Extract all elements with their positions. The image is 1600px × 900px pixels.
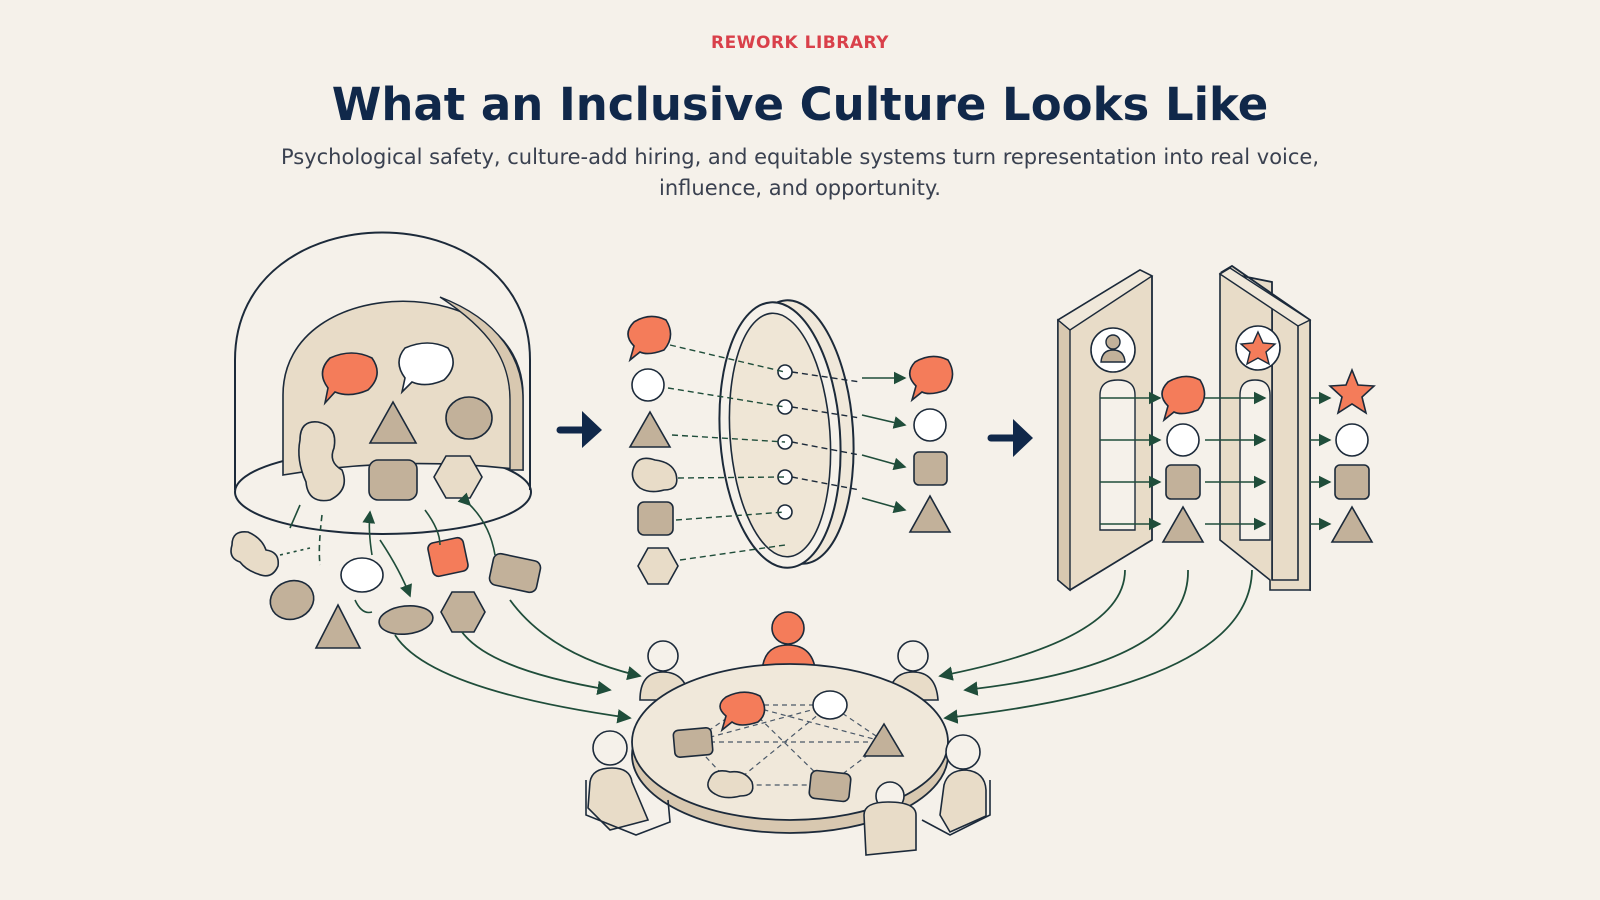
star-icon xyxy=(1328,367,1376,415)
star-icon xyxy=(1239,330,1277,366)
lens-input-lines xyxy=(667,344,786,561)
gateway-middle-shapes xyxy=(1161,375,1206,543)
lens-outputs xyxy=(908,355,954,533)
speech-bubble-icon xyxy=(321,352,378,406)
person-icon xyxy=(771,611,805,645)
lens-inputs xyxy=(627,315,679,585)
arrow-right-icon xyxy=(987,419,1033,457)
dome-icon xyxy=(234,231,532,535)
arrow-right-icon xyxy=(556,411,602,448)
eyebrow-label: REWORK LIBRARY xyxy=(711,33,889,53)
lens-icon xyxy=(718,299,855,569)
flow-arrows xyxy=(394,569,1253,724)
roundtable-icon xyxy=(585,611,991,856)
scattered-shapes xyxy=(230,530,542,649)
dome-connectors xyxy=(279,492,496,614)
person-icon xyxy=(1100,334,1126,363)
speech-bubble-icon xyxy=(719,691,766,733)
page-subtitle: Psychological safety, culture-add hiring… xyxy=(280,145,1320,200)
gateway-output-shapes xyxy=(1328,367,1376,543)
page-title: What an Inclusive Culture Looks Like xyxy=(331,78,1269,131)
gateway-icon xyxy=(1056,264,1312,592)
